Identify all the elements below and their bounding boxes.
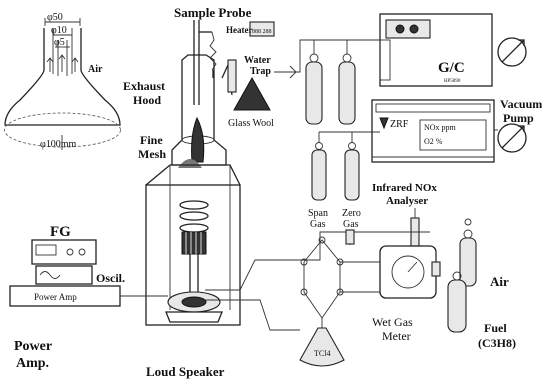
calibration-cylinders-top [306,40,355,124]
power-amp-panel-label: Power Amp [34,292,77,302]
nox-analyser: ZRF NOx ppm O2 % Vacuum Pump [372,97,542,162]
tcl-flask [300,328,344,366]
fuel-label-1: Fuel [484,321,507,335]
loud-speaker-label: Loud Speaker [146,364,225,379]
wet-gas-label-2: Meter [382,329,411,343]
span-gas-label-2: Gas [310,219,326,230]
nox-ppm-label: NOx ppm [424,123,457,132]
fine-mesh-label-2: Mesh [138,147,166,161]
flow-manifold [304,240,340,318]
infrared-label-2: Analyser [386,195,428,207]
gc-label: G/C [438,60,465,76]
water-trap-label-1: Water [244,55,271,66]
water-trap-label-2: Trap [250,66,271,77]
air-cylinder-label: Air [490,274,509,289]
vacuum-pump-label-2: Pump [503,111,534,125]
wet-gas-label-1: Wet Gas [372,315,413,329]
dim-5-label: φ5 [54,37,65,48]
sample-probe-label: Sample Probe [174,5,252,20]
air-cylinder [460,238,476,286]
span-zero-cylinders: Span Gas Zero Gas [308,132,380,230]
glass-wool-flask [234,78,270,110]
o2-pct-label: O2 % [424,137,443,146]
dim-100-label: φ100mm [40,139,77,150]
fuel-label-2: (C3H8) [478,336,516,350]
exhaust-hood-label-1: Exhaust [123,79,165,93]
heater-display: 888 288 [252,29,272,35]
gas-chromatograph: G/C HP5890 [380,14,526,86]
dim-50-label: φ50 [47,12,63,23]
vacuum-pump-label-1: Vacuum [500,97,542,111]
signal-chain: FG Power Amp Oscil. Power Amp. [10,224,168,371]
span-gas-cylinder [312,150,326,200]
exhaust-hood-label-2: Hood [133,93,161,107]
zrf-label: ZRF [390,119,409,130]
fg-label: FG [50,224,71,240]
zero-gas-cylinder [345,150,359,200]
span-gas-label-1: Span [308,208,328,219]
fine-mesh-label-1: Fine [140,133,163,147]
air-arrow-label: Air [88,64,103,75]
water-trap [228,60,236,92]
infrared-label-1: Infrared NOx [372,182,437,194]
zero-gas-label-1: Zero [342,208,361,219]
heater-label: Heater [226,25,252,35]
glass-wool-label: Glass Wool [228,118,274,129]
fuel-cylinder [448,280,466,332]
burner-nozzle-inset: φ50 φ10 φ5 φ100mm Air [5,12,121,150]
gc-model-label: HP5890 [444,79,461,84]
power-amp-label-2: Amp. [16,356,49,371]
infrared-nox-analyser: Infrared NOx Analyser [372,182,437,246]
oscil-label: Oscil. [96,271,125,285]
dim-10-label: φ10 [51,25,67,36]
function-generator [32,240,96,264]
tcl-label: TCl4 [314,349,330,358]
power-amp-label-1: Power [14,339,52,354]
zero-gas-label-2: Gas [343,219,359,230]
oscilloscope [36,266,92,284]
supply-network: TCl4 Wet Gas Meter Air Fuel (C3H8) [205,219,516,366]
